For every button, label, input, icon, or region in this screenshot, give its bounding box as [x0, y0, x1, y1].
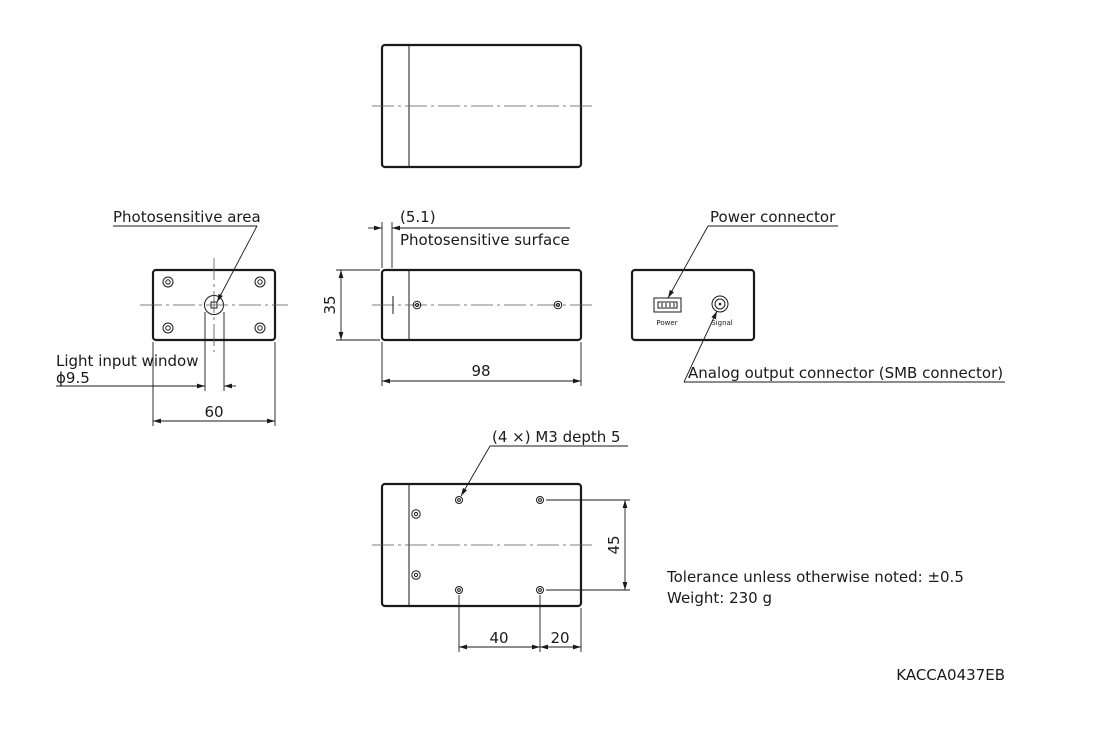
signal-connector-icon: [711, 295, 729, 313]
side-view: [336, 222, 595, 386]
rear-view: [630, 225, 1005, 383]
front-view: [56, 225, 288, 426]
offset-label: (5.1): [400, 208, 436, 226]
tolerance-note: Tolerance unless otherwise noted: ±0.5: [666, 568, 964, 586]
photosensitive-area-label: Photosensitive area: [113, 208, 261, 226]
top-view: [372, 43, 595, 169]
dim-hole-pitch-y: 45: [605, 535, 623, 554]
dim-hole-pitch-x: 40: [489, 629, 508, 647]
screw-icon: [412, 300, 563, 310]
photosensitive-surface-label: Photosensitive surface: [400, 231, 570, 249]
window-diameter-label: ϕ9.5: [56, 369, 90, 387]
mounting-hole-icon: [455, 496, 544, 594]
dim-hole-offset-x: 20: [550, 629, 569, 647]
power-small-label: Power: [656, 319, 677, 327]
dim-front-width: 60: [204, 403, 223, 421]
mount-holes-label: (4 ×) M3 depth 5: [492, 428, 621, 446]
screw-icon: [162, 276, 266, 334]
power-connector-icon: [653, 297, 682, 313]
dim-height: 35: [321, 295, 339, 314]
screw-icon: [411, 509, 421, 580]
signal-small-label: Signal: [711, 319, 733, 327]
power-connector-label: Power connector: [710, 208, 836, 226]
bottom-view: [372, 445, 630, 652]
light-input-window-label: Light input window: [56, 352, 198, 370]
dim-length: 98: [471, 362, 490, 380]
drawing-code: KACCA0437EB: [896, 666, 1005, 684]
weight-note: Weight: 230 g: [667, 589, 772, 607]
analog-output-label: Analog output connector (SMB connector): [688, 364, 1003, 382]
